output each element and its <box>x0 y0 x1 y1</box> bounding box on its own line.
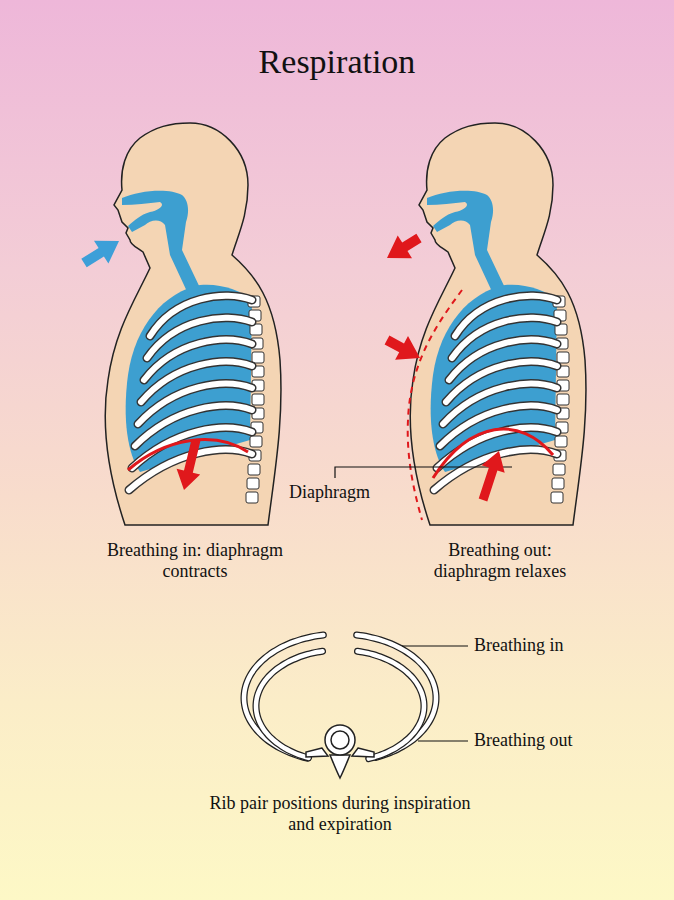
rib-band <box>256 651 323 758</box>
rib-outline <box>256 651 323 758</box>
diaphragm-up-arrow <box>479 451 505 501</box>
rib-outline <box>244 635 323 758</box>
diaphragm-down-arrow <box>177 439 201 490</box>
chest-in-arrow <box>385 336 420 360</box>
figure-caption: Breathing in: diaphragm contracts <box>106 540 284 582</box>
leader-line <box>335 467 512 478</box>
inhale-arrow <box>81 241 119 268</box>
exhale-arrow <box>387 234 422 258</box>
rib-outline <box>357 651 424 758</box>
rib-band <box>244 635 323 758</box>
figure-caption: Breathing out: diaphragm relaxes <box>411 540 589 582</box>
part-label: Breathing in <box>474 635 563 656</box>
part-label: Breathing out <box>474 730 572 751</box>
title: Respiration <box>0 42 674 82</box>
leader-line <box>418 740 468 741</box>
chest-outline-dashed <box>408 290 462 520</box>
vertebra <box>306 725 374 778</box>
rib-pair-figure <box>244 635 436 759</box>
part-label: Diaphragm <box>289 482 370 503</box>
rib-band <box>357 651 424 758</box>
figure-caption: Rib pair positions during inspiration an… <box>209 793 471 835</box>
body-breathing-out <box>410 123 586 525</box>
leader-line <box>402 645 468 646</box>
body-breathing-in <box>105 123 281 525</box>
